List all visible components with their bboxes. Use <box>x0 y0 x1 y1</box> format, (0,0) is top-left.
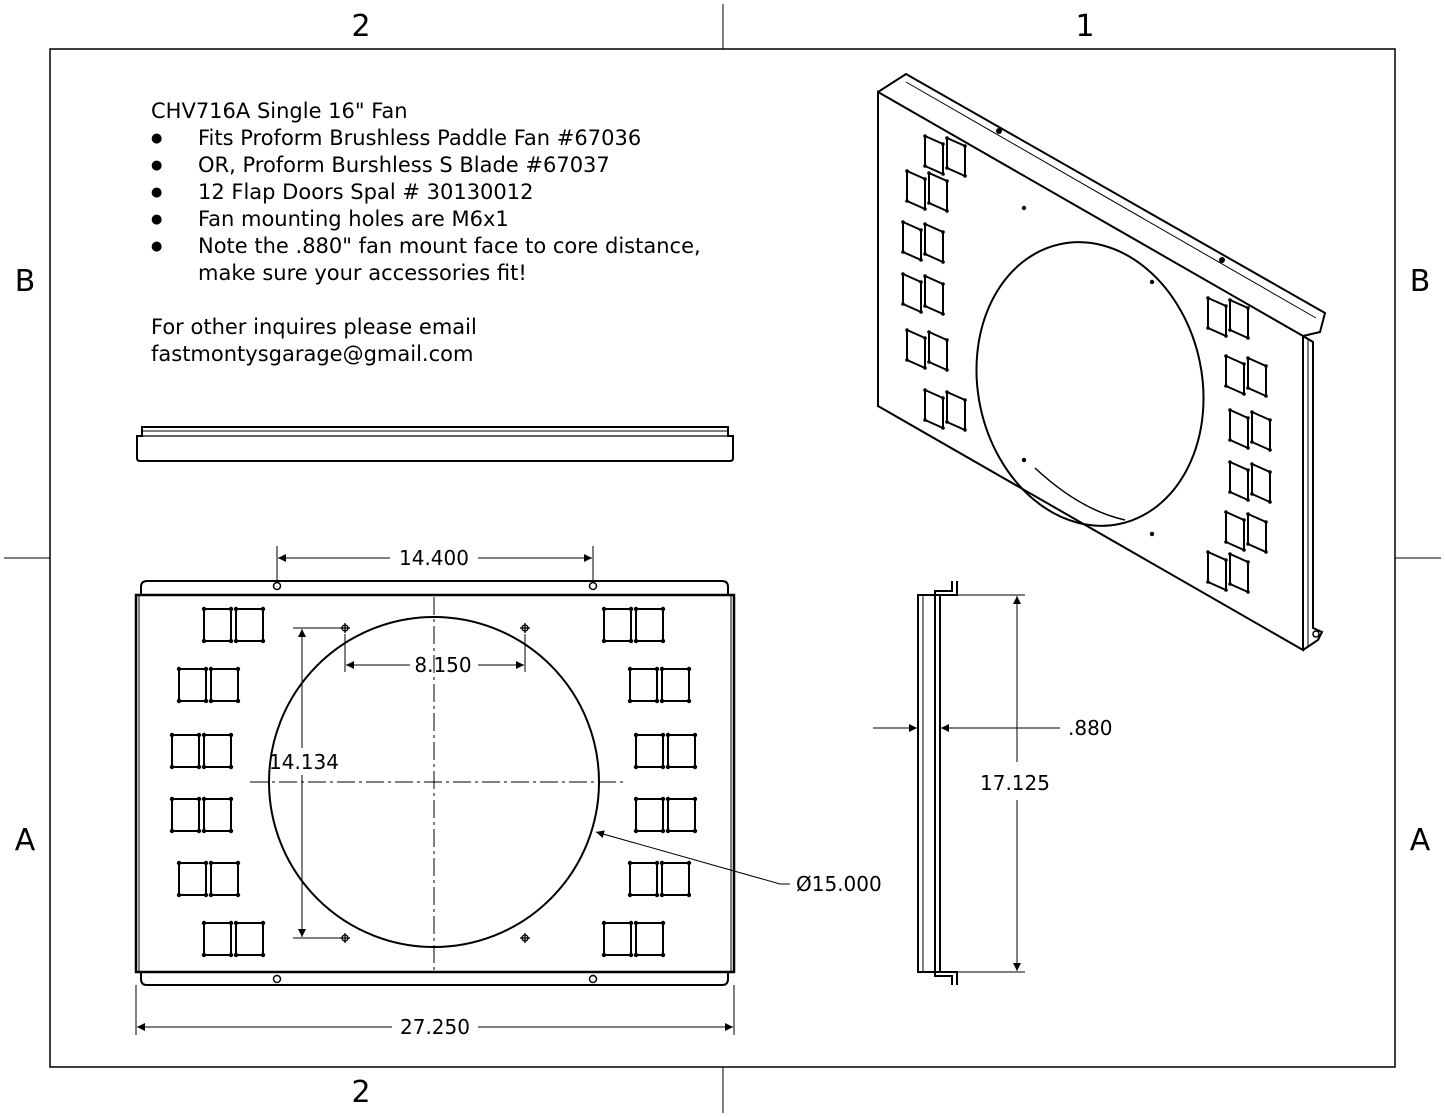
flange-hole <box>272 974 282 984</box>
notes-list: Fits Proform Brushless Paddle Fan #67036… <box>151 125 758 287</box>
isometric-view <box>877 72 1327 652</box>
top-edge-view <box>136 426 734 462</box>
iso-flap-doors-right <box>1206 296 1272 594</box>
fan-mount-hole <box>340 623 530 943</box>
notes-item: Fits Proform Brushless Paddle Fan #67036 <box>151 125 758 152</box>
zone-label-right-b: B <box>1410 264 1431 299</box>
zone-label-left-b: B <box>15 264 36 299</box>
notes-item: OR, Proform Burshless S Blade #67037 <box>151 152 758 179</box>
iso-flap-doors-left <box>901 134 967 432</box>
notes-item: 12 Flap Doors Spal # 30130012 <box>151 179 758 206</box>
flange-hole <box>588 581 598 591</box>
contact-text: For other inquires please email <box>151 315 477 339</box>
iso-fan-opening <box>975 241 1205 527</box>
notes-item: Note the .880" fan mount face to core di… <box>151 233 758 287</box>
iso-panel <box>877 90 1304 652</box>
dim-fan-hole-horizontal: 8.150 <box>414 653 471 677</box>
dimension-lines <box>135 546 790 1035</box>
side-view <box>917 581 958 985</box>
zone-label-right-a: A <box>1410 823 1431 858</box>
dim-side-height: 17.125 <box>980 771 1050 795</box>
side-dimension-lines <box>873 594 1060 973</box>
zone-label-top-2: 2 <box>351 9 370 44</box>
zone-label-top-1: 1 <box>1075 9 1094 44</box>
notes-item: Fan mounting holes are M6x1 <box>151 206 758 233</box>
notes-title: CHV716A Single 16" Fan <box>151 99 408 123</box>
zone-label-bottom-2: 2 <box>351 1075 370 1110</box>
zone-label-left-a: A <box>15 823 36 858</box>
front-view <box>134 580 736 986</box>
front-top-flange <box>140 580 729 595</box>
dim-fan-hole-vertical: 14.134 <box>269 750 339 774</box>
flap-doors-right <box>602 607 697 957</box>
drawing-notes: CHV716A Single 16" Fan Fits Proform Brus… <box>151 98 758 368</box>
dim-flange-depth: .880 <box>1068 716 1113 740</box>
dim-overall-width: 27.250 <box>400 1015 470 1039</box>
front-panel-outline <box>134 593 736 974</box>
flange-hole <box>272 581 282 591</box>
dim-top-hole-spacing: 14.400 <box>399 546 469 570</box>
dim-circle-diameter: Ø15.000 <box>796 872 882 896</box>
contact-email: fastmontysgarage@gmail.com <box>151 342 474 366</box>
front-bottom-flange <box>140 972 729 986</box>
flange-hole <box>588 974 598 984</box>
